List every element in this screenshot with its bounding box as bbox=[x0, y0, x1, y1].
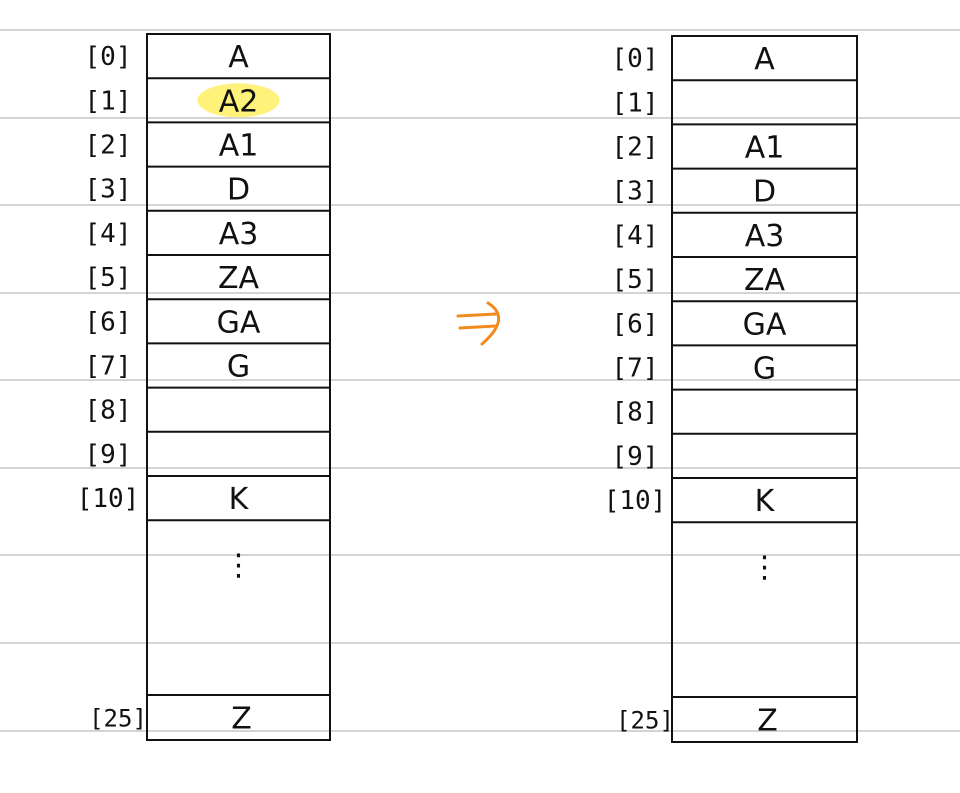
double-arrow-right-icon bbox=[456, 301, 500, 346]
ellipsis: ⋮ bbox=[750, 550, 780, 585]
slot-index: [8] bbox=[612, 398, 659, 428]
slot-index: [2] bbox=[612, 133, 659, 163]
slot-index: [4] bbox=[85, 219, 132, 249]
slot-index: [6] bbox=[612, 309, 659, 339]
slot-value: G bbox=[753, 352, 776, 387]
slot-value: D bbox=[227, 173, 250, 208]
slot-index: [5] bbox=[612, 265, 659, 295]
slot-index: [0] bbox=[85, 42, 132, 72]
slot-index: [6] bbox=[85, 307, 132, 337]
slot-index: [1] bbox=[612, 88, 659, 118]
slot-value: GA bbox=[743, 307, 787, 342]
slot-index: [9] bbox=[85, 440, 132, 470]
slot-value: A1 bbox=[745, 131, 785, 166]
hash-table-after: [0] A [1] [2] A1 [3] D [4] A3 [5] ZA [6] GA [7] G [8] [9… bbox=[604, 35, 858, 743]
highlight-marker bbox=[197, 83, 280, 118]
slot-value: A1 bbox=[219, 129, 259, 164]
slot-index: [0] bbox=[612, 44, 659, 74]
slot-value: A3 bbox=[745, 219, 785, 254]
slot-index: [7] bbox=[612, 354, 659, 384]
ruled-lines bbox=[0, 29, 960, 732]
ellipsis: ⋮ bbox=[224, 548, 254, 583]
slot-value: A bbox=[228, 40, 249, 75]
slot-index: [7] bbox=[85, 352, 132, 382]
slot-value: K bbox=[755, 484, 776, 519]
slot-index: [2] bbox=[85, 131, 132, 161]
slot-value: D bbox=[753, 175, 776, 210]
slot-value: A2 bbox=[219, 84, 259, 119]
slot-index: [25] bbox=[616, 707, 674, 735]
slot-index: [10] bbox=[604, 486, 667, 516]
slot-value: Z bbox=[757, 704, 778, 739]
slot-index: [9] bbox=[612, 442, 659, 472]
slot-index: [1] bbox=[85, 86, 132, 116]
slot-value: Z bbox=[231, 702, 252, 737]
slot-value: GA bbox=[217, 305, 261, 340]
slot-index: [8] bbox=[85, 396, 132, 426]
slot-index: [25] bbox=[89, 705, 147, 733]
hash-table-before: [0] A [1] A2 [2] A1 [3] D [4] A3 [5] ZA [6] GA [7] G [8]… bbox=[77, 33, 331, 741]
slot-value: G bbox=[227, 350, 250, 385]
slot-value: A bbox=[754, 42, 775, 77]
slot-index: [4] bbox=[612, 221, 659, 251]
slot-index: [10] bbox=[77, 484, 140, 514]
slot-value: ZA bbox=[744, 263, 786, 298]
slot-index: [5] bbox=[85, 263, 132, 293]
slot-value: A3 bbox=[219, 217, 259, 252]
slot-index: [3] bbox=[612, 177, 659, 207]
slot-value: K bbox=[229, 482, 250, 517]
slot-index: [3] bbox=[85, 175, 132, 205]
slot-value: ZA bbox=[218, 261, 260, 296]
